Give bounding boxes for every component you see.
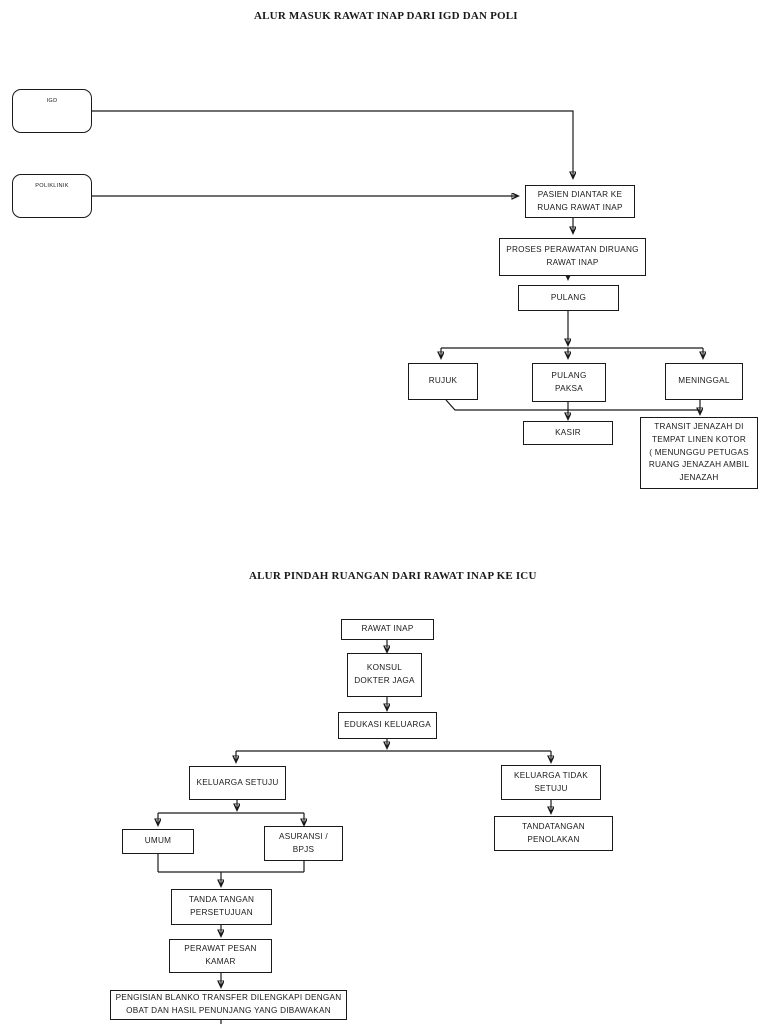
node-rawat-inap[interactable]: RAWAT INAP <box>341 619 434 640</box>
node-umum-label: UMUM <box>144 836 172 846</box>
chart1-title: ALUR MASUK RAWAT INAP DARI IGD DAN POLI <box>254 10 518 22</box>
node-keluarga-tidak-setuju-line2: SETUJU <box>534 783 568 793</box>
node-transit-jenazah-line2: TEMPAT LINEN KOTOR <box>652 434 746 444</box>
node-rujuk-label: RUJUK <box>428 376 458 386</box>
node-tandatangan-penolakan[interactable]: TANDATANGAN PENOLAKAN <box>494 816 613 851</box>
node-asuransi-bpjs-line2: BPJS <box>292 844 315 854</box>
node-keluarga-tidak-setuju[interactable]: KELUARGA TIDAK SETUJU <box>501 765 601 800</box>
node-konsul-line2: DOKTER JAGA <box>354 676 415 685</box>
node-transit-jenazah-line3: ( MENUNGGU PETUGAS <box>649 447 749 457</box>
node-rawat-inap-label: RAWAT INAP <box>361 624 414 634</box>
node-pengisian-blanko-line1: PENGISIAN BLANKO TRANSFER DILENGKAPI DEN… <box>115 993 342 1003</box>
node-tanda-tangan-persetujuan[interactable]: TANDA TANGAN PERSETUJUAN <box>171 889 272 925</box>
node-poliklinik-label: POLIKLINIK <box>35 183 69 189</box>
node-konsul-line1: KONSUL <box>366 663 403 673</box>
node-transit-jenazah[interactable]: TRANSIT JENAZAH DI TEMPAT LINEN KOTOR ( … <box>640 417 758 489</box>
node-transit-jenazah-line1: TRANSIT JENAZAH DI <box>654 422 744 432</box>
node-keluarga-tidak-setuju-line1: KELUARGA TIDAK <box>514 770 588 780</box>
node-edukasi-keluarga-label: EDUKASI KELUARGA <box>344 720 431 730</box>
node-meninggal-label: MENINGGAL <box>678 376 730 386</box>
node-igd[interactable]: IGD <box>12 89 92 133</box>
edge-igd-to-pasien <box>92 110 573 178</box>
node-pulang-paksa-line2: PAKSA <box>555 383 583 393</box>
node-meninggal[interactable]: MENINGGAL <box>665 363 743 400</box>
node-asuransi-bpjs[interactable]: ASURANSI / BPJS <box>264 826 343 861</box>
node-pulang-paksa-line1: PULANG <box>551 370 587 380</box>
node-perawat-pesan-kamar[interactable]: PERAWAT PESAN KAMAR <box>169 939 272 973</box>
node-umum[interactable]: UMUM <box>122 829 194 854</box>
node-proses-perawatan[interactable]: PROSES PERAWATAN DIRUANG RAWAT INAP <box>499 238 646 276</box>
node-tandatangan-penolakan-line1: TANDATANGAN <box>522 821 585 831</box>
node-pengisian-blanko-line2: OBAT DAN HASIL PENUNJANG YANG DIBAWAKAN <box>126 1006 331 1015</box>
node-asuransi-bpjs-line1: ASURANSI / <box>279 831 328 841</box>
node-pulang-paksa[interactable]: PULANG PAKSA <box>532 363 606 402</box>
node-poliklinik[interactable]: POLIKLINIK <box>12 174 92 218</box>
node-keluarga-setuju-label: KELUARGA SETUJU <box>196 777 279 787</box>
node-perawat-pesan-kamar-line1: PERAWAT PESAN <box>184 944 257 954</box>
node-tanda-tangan-persetujuan-line1: TANDA TANGAN <box>188 895 255 905</box>
node-proses-perawatan-line2: RAWAT INAP <box>546 258 599 267</box>
node-pulang-label: PULANG <box>550 292 587 302</box>
node-transit-jenazah-line4: RUANG JENAZAH AMBIL <box>648 460 750 470</box>
node-tanda-tangan-persetujuan-line2: PERSETUJUAN <box>190 908 253 917</box>
chart2-title: ALUR PINDAH RUANGAN DARI RAWAT INAP KE I… <box>249 570 537 582</box>
node-pulang[interactable]: PULANG <box>518 285 619 311</box>
node-kasir-label: KASIR <box>555 427 581 437</box>
node-rujuk[interactable]: RUJUK <box>408 363 478 400</box>
node-perawat-pesan-kamar-line2: KAMAR <box>205 957 236 966</box>
node-kasir[interactable]: KASIR <box>523 421 613 445</box>
node-pasien-diantar-line1: PASIEN DIANTAR KE <box>537 189 623 199</box>
node-transit-jenazah-line5: JENAZAH <box>679 473 719 483</box>
node-proses-perawatan-line1: PROSES PERAWATAN DIRUANG <box>506 245 639 255</box>
node-konsul-dokter-jaga[interactable]: KONSUL DOKTER JAGA <box>347 653 422 697</box>
node-pengisian-blanko[interactable]: PENGISIAN BLANKO TRANSFER DILENGKAPI DEN… <box>110 990 347 1020</box>
node-pasien-diantar-line2: RUANG RAWAT INAP <box>537 202 623 212</box>
node-igd-label: IGD <box>46 98 58 104</box>
node-tandatangan-penolakan-line2: PENOLAKAN <box>527 834 580 844</box>
node-keluarga-setuju[interactable]: KELUARGA SETUJU <box>189 766 286 800</box>
node-edukasi-keluarga[interactable]: EDUKASI KELUARGA <box>338 712 437 739</box>
node-pasien-diantar[interactable]: PASIEN DIANTAR KE RUANG RAWAT INAP <box>525 185 635 218</box>
